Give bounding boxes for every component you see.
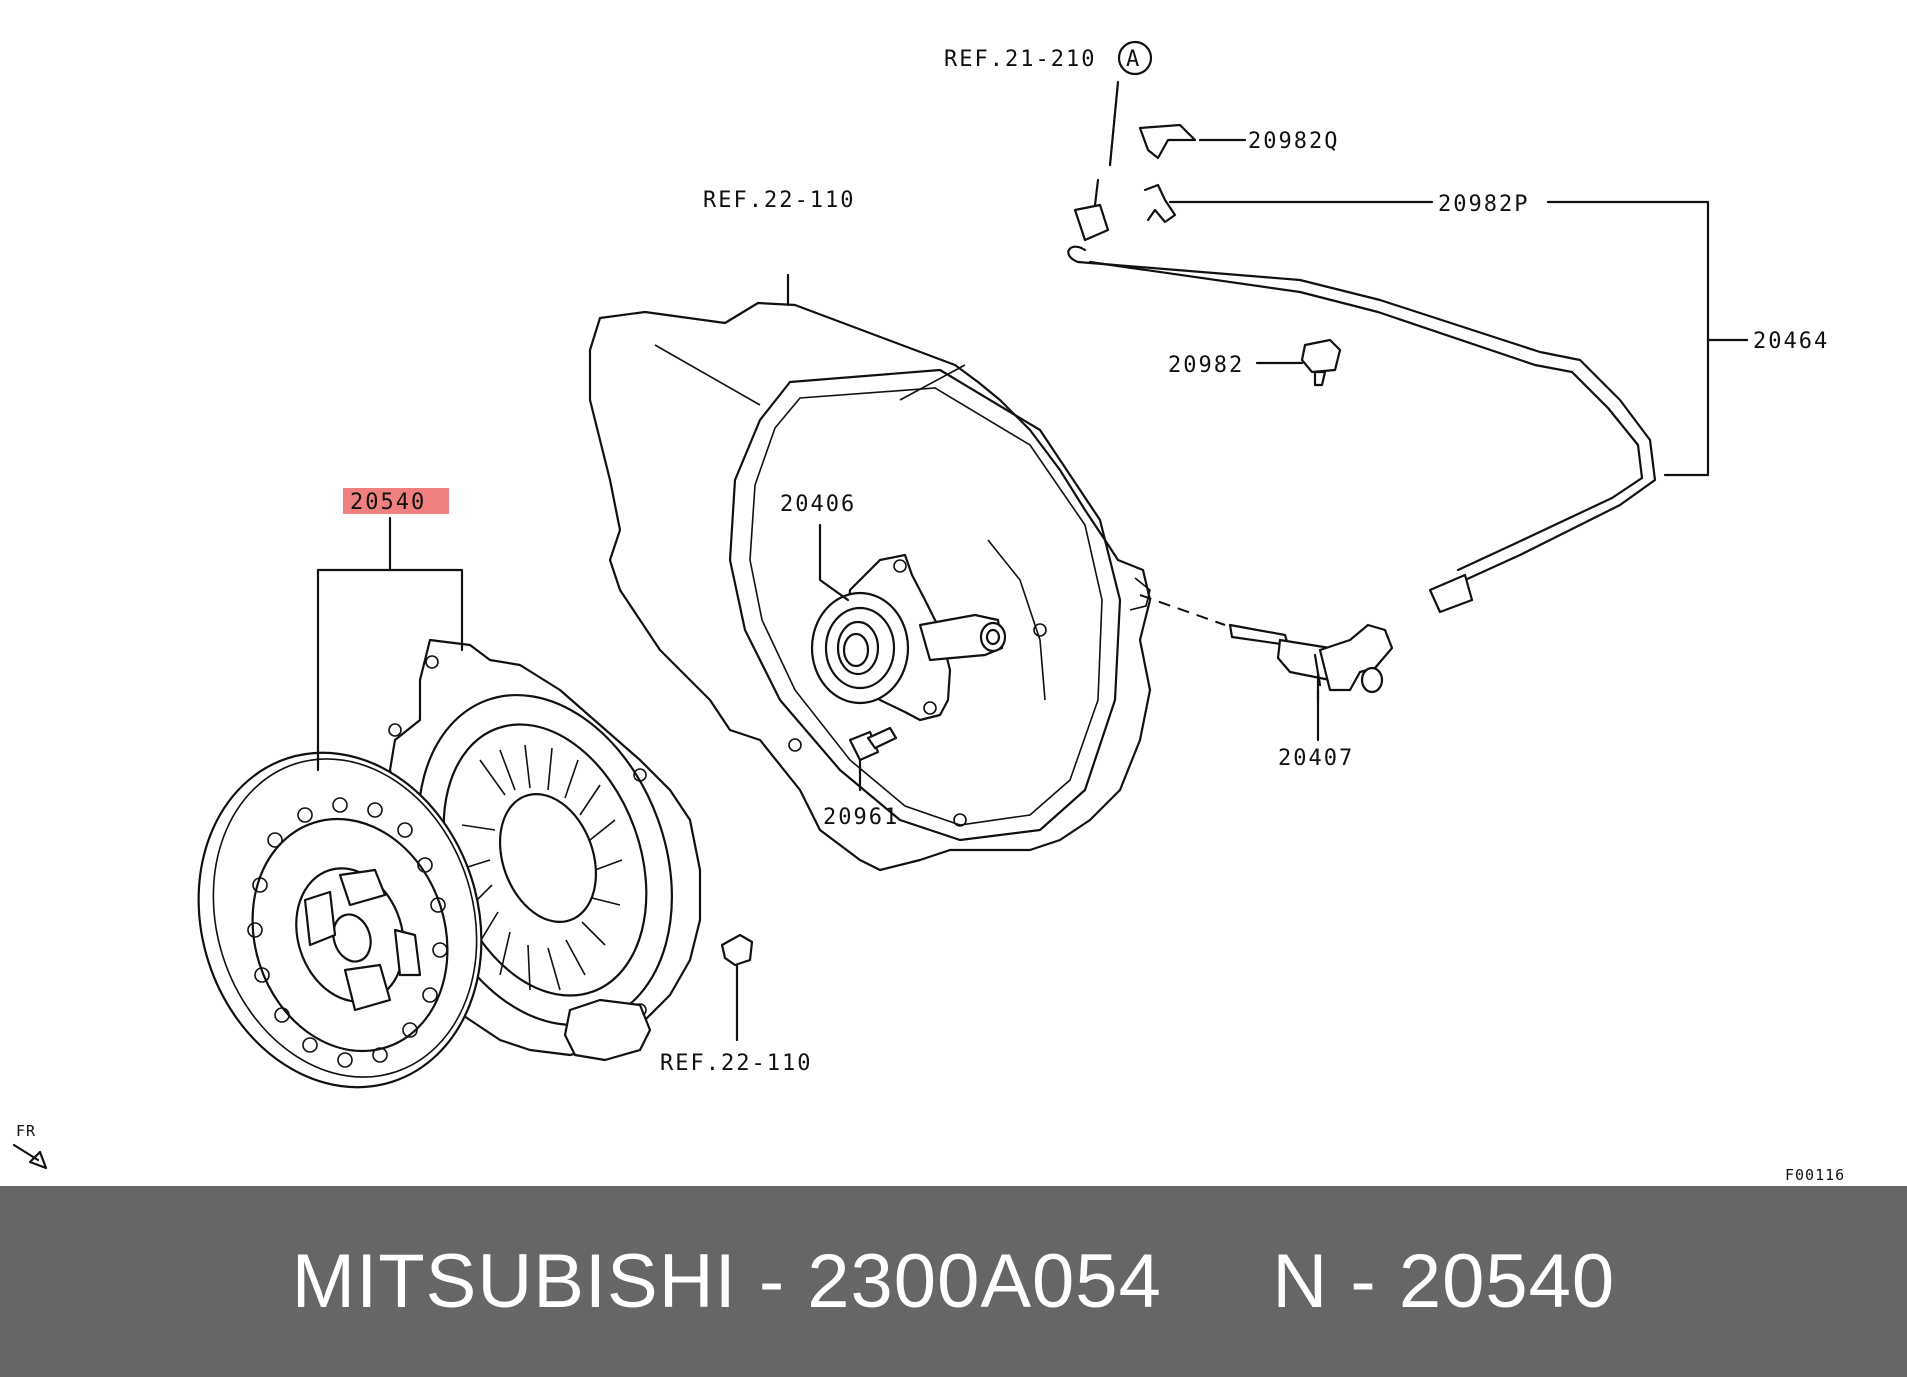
footer-part-number: 2300A054 bbox=[807, 1239, 1162, 1324]
clip-20982p bbox=[1143, 183, 1177, 224]
parts-diagram: REF.21-210 A 20982Q REF.22-110 20982P 20… bbox=[12, 40, 1845, 1184]
label-20982p: 20982P bbox=[1438, 192, 1529, 217]
footer-n-value: 20540 bbox=[1398, 1239, 1616, 1324]
label-ref-22-110-top: REF.22-110 bbox=[703, 188, 855, 213]
label-ref-21-210: REF.21-210 bbox=[944, 47, 1096, 72]
clip-20982q bbox=[1138, 123, 1197, 160]
footer-n-label: N bbox=[1272, 1239, 1329, 1324]
bolt-20961 bbox=[848, 726, 898, 762]
label-diagram-code: F00116 bbox=[1785, 1166, 1845, 1184]
footer-brand: MITSUBISHI bbox=[291, 1239, 737, 1324]
reference-circle-a bbox=[1117, 40, 1153, 76]
dowel-pin bbox=[720, 933, 754, 967]
release-bearing bbox=[810, 553, 1007, 722]
clutch-hose bbox=[1067, 178, 1657, 614]
highlight-box bbox=[343, 488, 449, 514]
front-arrow-icon bbox=[12, 1143, 48, 1170]
label-20540: 20540 bbox=[350, 490, 426, 515]
footer-separator-2: - bbox=[1328, 1239, 1399, 1324]
label-circle-a: A bbox=[1126, 47, 1141, 72]
label-20961: 20961 bbox=[823, 805, 899, 830]
label-ref-22-110-bottom: REF.22-110 bbox=[660, 1051, 812, 1076]
clutch-disc bbox=[197, 751, 483, 1089]
part-20982 bbox=[1300, 338, 1342, 387]
label-20982q: 20982Q bbox=[1248, 129, 1339, 154]
connector-fitting bbox=[1228, 623, 1394, 702]
label-20406: 20406 bbox=[780, 492, 856, 517]
footer-gap bbox=[1162, 1238, 1273, 1325]
label-fr: FR bbox=[16, 1122, 36, 1140]
label-20982: 20982 bbox=[1168, 353, 1244, 378]
label-20407: 20407 bbox=[1278, 746, 1354, 771]
footer-separator: - bbox=[736, 1239, 808, 1324]
label-20464: 20464 bbox=[1753, 329, 1829, 354]
leader-lines bbox=[316, 80, 1749, 1042]
part-number-banner: MITSUBISHI - 2300A054 N - 20540 bbox=[0, 1186, 1907, 1377]
